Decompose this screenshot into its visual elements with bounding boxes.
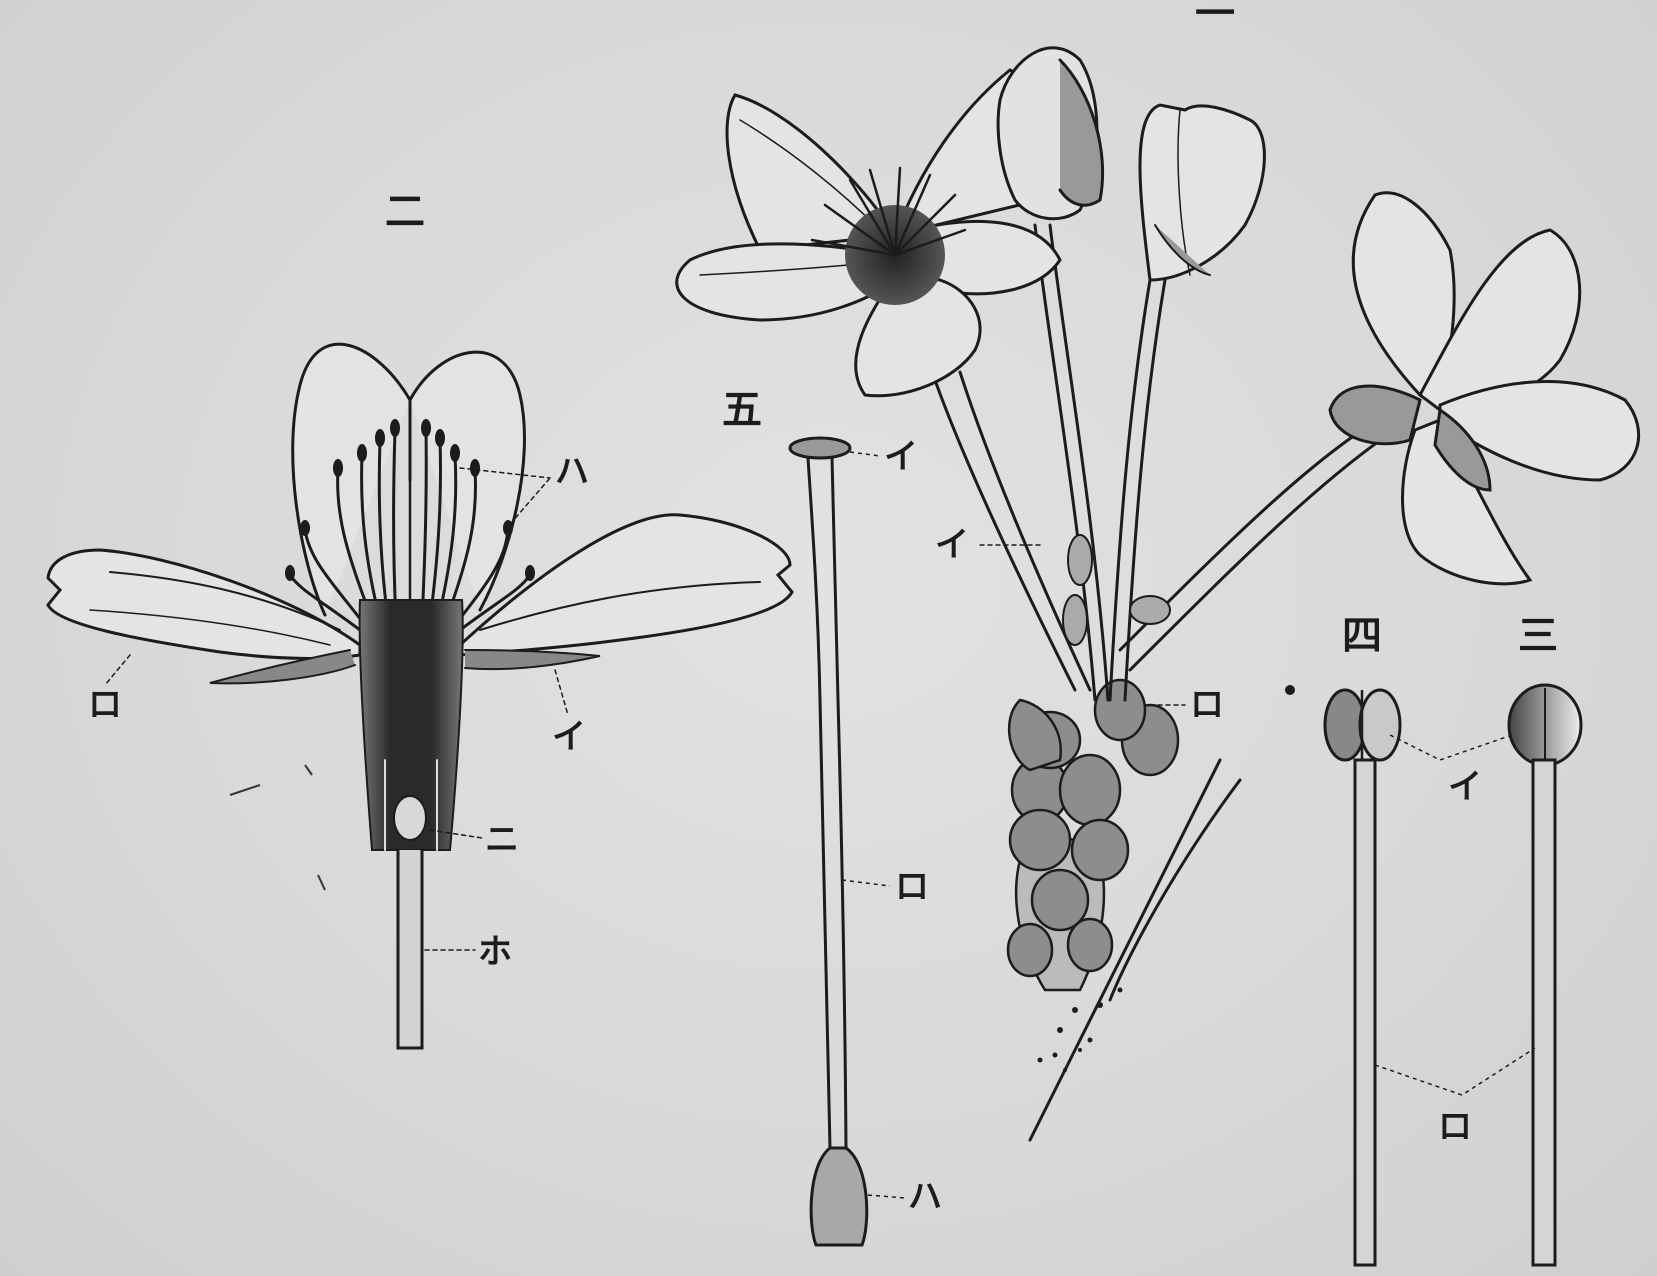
figure-3-stamen	[1509, 685, 1581, 1265]
fig2-label-ni: ニ	[485, 823, 519, 857]
fig5-label-ha: ハ	[908, 1180, 942, 1214]
fig5-ovary	[811, 1148, 867, 1245]
fig5-label-ro: ロ	[895, 870, 929, 904]
fig2-label-ha: ハ	[555, 455, 589, 489]
fig2-pedicel	[398, 850, 422, 1048]
fig2-ovary	[394, 796, 426, 840]
fig5-stigma	[790, 438, 850, 458]
fig1-label-i: イ	[935, 528, 969, 562]
fig3-filament	[1533, 760, 1555, 1265]
figure-2-section	[48, 344, 792, 1048]
figure-number-2: 二	[385, 192, 425, 232]
fig5-label-i: イ	[884, 440, 918, 474]
fig5-style	[808, 458, 846, 1148]
figure-1-branch	[677, 48, 1639, 1140]
figure-number-5: 五	[722, 390, 762, 430]
figure-5-pistil	[790, 438, 905, 1245]
figure-number-3: 三	[1518, 616, 1558, 656]
fig2-label-i: イ	[552, 720, 586, 754]
fig3-4-label-i: イ	[1448, 770, 1482, 804]
stray-marks	[230, 765, 325, 890]
figure-number-1: 一	[1195, 0, 1235, 34]
fig4-anther-right	[1360, 690, 1400, 760]
fig1-flower-rear	[1330, 193, 1639, 584]
figure-number-4: 四	[1342, 616, 1382, 656]
fig3-4-label-ro: ロ	[1438, 1110, 1472, 1144]
fig1-label-ro: ロ	[1190, 688, 1224, 722]
fig1-bud-scales	[1008, 680, 1178, 990]
fig4-filament	[1355, 760, 1375, 1265]
fig1-pedicel-bud	[1110, 280, 1165, 700]
fig2-label-ho: ホ	[478, 935, 512, 969]
fig1-closed-bud	[1140, 105, 1264, 280]
figure-4-stamen	[1325, 690, 1400, 1265]
fig2-sepal-right	[465, 650, 600, 669]
fig2-label-ro: ロ	[88, 688, 122, 722]
fig1-half-open-bud	[998, 48, 1102, 219]
